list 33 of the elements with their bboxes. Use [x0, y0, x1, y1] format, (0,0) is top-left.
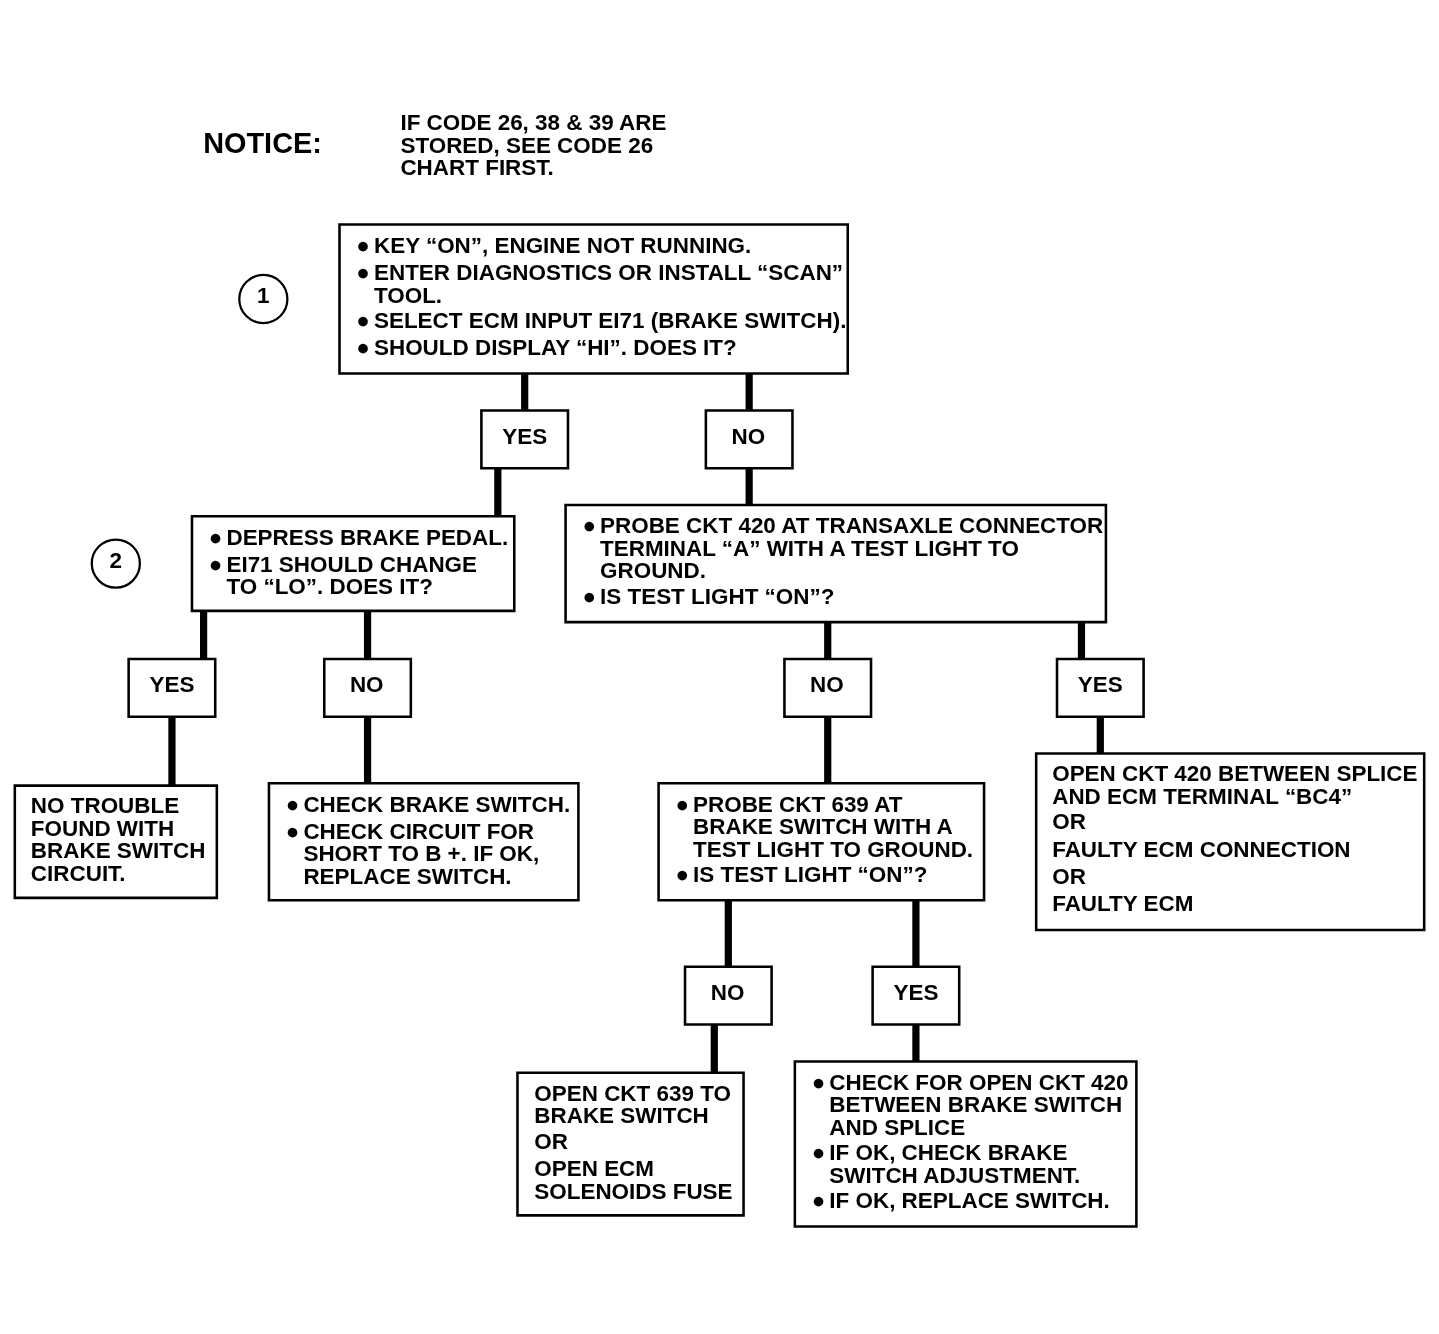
- connector: [824, 622, 832, 659]
- node-box: ● DEPRESS BRAKE PEDAL. ● EI71 SHOULD CHANGE TO “LO”. DOES IT?: [190, 515, 516, 613]
- node-box: YES: [127, 657, 217, 718]
- node-circle: 2: [90, 538, 141, 589]
- node-box: NO: [704, 409, 794, 470]
- label: NOTICE:: [203, 126, 322, 159]
- connector: [363, 611, 372, 659]
- node-box: YES: [1055, 657, 1145, 718]
- node-box: ● PROBE CKT 420 AT TRANSAXLE CONNECTOR TERMINAL “A” WITH A TEST LIGHT TO GROUND. ● IS TEST LIGHT “ON”?: [564, 503, 1108, 624]
- connector: [1077, 622, 1086, 659]
- node-box: ● CHECK BRAKE SWITCH. ● CHECK CIRCUIT FOR SHORT TO B +. IF OK, REPLACE SWITCH.: [267, 781, 580, 902]
- node-box: NO: [783, 657, 873, 718]
- node-box: OPEN CKT 639 TO BRAKE SWITCH OR OPEN ECM SOLENOIDS FUSE: [516, 1071, 745, 1217]
- node-box: NO: [683, 965, 773, 1026]
- connector: [824, 716, 832, 783]
- node-box: ● PROBE CKT 639 AT BRAKE SWITCH WITH A TEST LIGHT TO GROUND. ● IS TEST LIGHT “ON”?: [657, 781, 986, 902]
- label: IF CODE 26, 38 & 39 ARE STORED, SEE CODE 26 CHART FIRST.: [400, 110, 667, 181]
- node-box: OPEN CKT 420 BETWEEN SPLICE AND ECM TERMINAL “BC4” OR FAULTY ECM CONNECTION OR FAULTY ECM: [1034, 752, 1426, 932]
- connector: [912, 900, 920, 967]
- node-circle: 1: [238, 273, 289, 325]
- node-box: NO TROUBLE FOUND WITH BRAKE SWITCH CIRCUIT.: [13, 784, 219, 900]
- connector: [200, 611, 208, 659]
- node-box: ● CHECK FOR OPEN CKT 420 BETWEEN BRAKE SWITCH AND SPLICE ● IF OK, CHECK BRAKE SWITCH ADJUSTMENT. ● IF OK, REPLACE SWITCH.: [793, 1060, 1138, 1228]
- connector: [745, 468, 753, 506]
- connector: [363, 716, 372, 783]
- connector: [494, 468, 502, 516]
- node-box: YES: [871, 965, 961, 1026]
- node-box: YES: [480, 409, 570, 470]
- connector: [724, 900, 732, 967]
- node-box: NO: [322, 657, 413, 718]
- node-box: ● KEY “ON”, ENGINE NOT RUNNING. ● ENTER DIAGNOSTICS OR INSTALL “SCAN” TOOL. ● SELECT ECM INPUT EI71 (BRAKE SWITCH). ● SHOULD DISPLAY “HI”. DOES IT?: [338, 223, 850, 375]
- connector: [168, 716, 176, 786]
- connector: [1096, 716, 1104, 754]
